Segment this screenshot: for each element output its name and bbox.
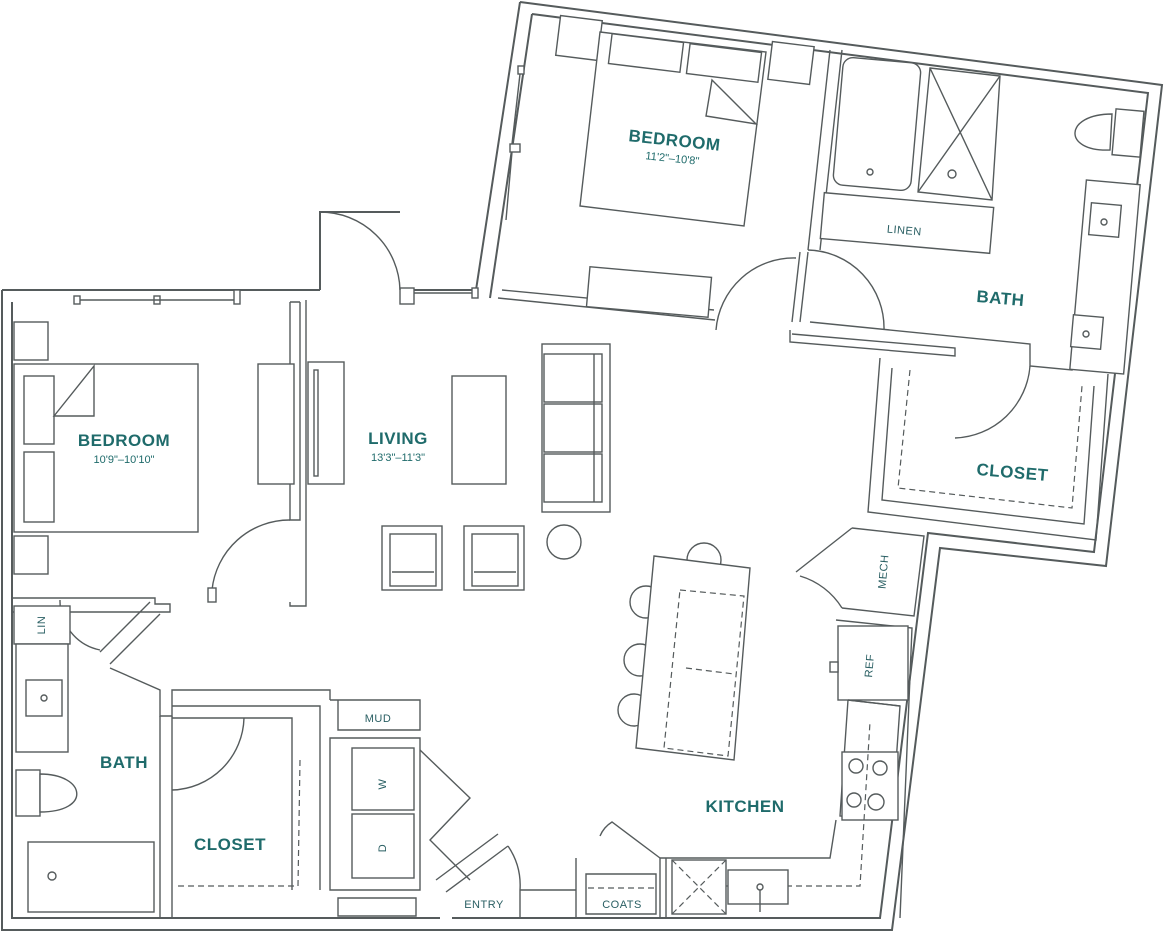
coats-label: COATS [602,899,642,911]
coffee-table [451,375,507,485]
top-bath-fixtures [819,56,1145,375]
laundry [351,747,415,879]
mud-label: MUD [365,713,392,725]
left-bath-fixtures [11,605,155,916]
linen-label: LINEN [886,224,922,239]
bedroom-left-label: BEDROOM [78,431,170,450]
bathtub-top [832,56,922,192]
fixture-labels: LINEN LIN MECH REF MUD W D ENTRY COATS [36,224,922,911]
mech-label: MECH [877,554,892,589]
living-dim: 13'3"–11'3" [371,452,425,464]
ref-label: REF [863,654,877,678]
washer-label: W [377,778,389,789]
top-bedroom-furniture [554,14,815,318]
dresser-top [585,266,713,318]
kitchen-sink [727,869,789,905]
bathtub-left [27,841,155,913]
closet-left-label: CLOSET [194,835,266,854]
toilet-tank [15,769,41,817]
dresser-left [257,363,295,485]
entry-label: ENTRY [464,899,504,911]
nightstand-top [13,321,49,361]
dryer-label: D [377,844,389,852]
bath-left-label: BATH [100,753,148,772]
nightstand-bottom [13,535,49,575]
bedroom-top-dim: 11'2"–10'8" [645,150,700,168]
side-table [546,524,582,560]
living-label: LIVING [368,429,428,448]
bed-top [579,31,767,227]
bedroom-left-dim: 10'9"–10'10" [94,454,155,466]
kitchen-appliances [671,625,909,915]
windows [73,65,525,305]
kitchen-label: KITCHEN [705,797,784,816]
left-bedroom-furniture [13,321,295,575]
bath-top-label: BATH [976,287,1025,310]
dryer [351,813,415,879]
cooktop [841,751,899,821]
kitchen-island [617,542,751,761]
closet-right-label: CLOSET [976,460,1049,485]
washer [351,747,415,811]
closet-shelves [174,369,1083,889]
linen-shelf [819,191,995,255]
living-furniture [307,343,611,591]
lin-label: LIN [36,616,48,635]
